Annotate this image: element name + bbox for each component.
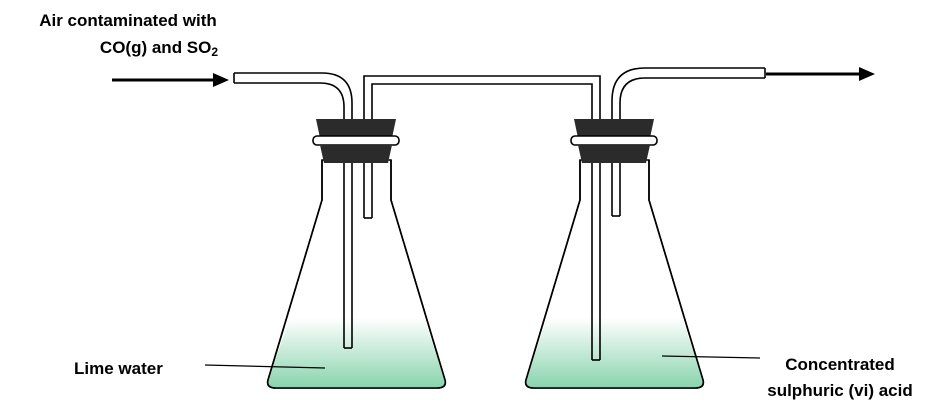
flask-lime-water xyxy=(266,119,447,389)
inlet-pipe xyxy=(233,72,353,119)
acid-leader xyxy=(661,355,761,359)
outlet-pipe xyxy=(611,67,766,119)
lime-water-leader xyxy=(204,364,326,369)
stopper xyxy=(574,119,654,138)
acid-label-line1: Concentrated xyxy=(785,355,895,374)
inlet-label-line2: CO(g) and SO2 xyxy=(100,38,218,59)
outlet-arrow xyxy=(766,67,875,81)
inlet-label-line1: Air contaminated with xyxy=(39,11,217,30)
inlet-arrow xyxy=(112,73,229,87)
connecting-pipe xyxy=(363,75,601,119)
stopper xyxy=(316,119,396,138)
lime-water-liquid xyxy=(267,318,446,388)
lime-water-label: Lime water xyxy=(74,359,163,378)
acid-liquid xyxy=(525,318,704,388)
acid-label-line2: sulphuric (vi) acid xyxy=(767,381,912,400)
flask-sulphuric-acid xyxy=(524,119,705,389)
